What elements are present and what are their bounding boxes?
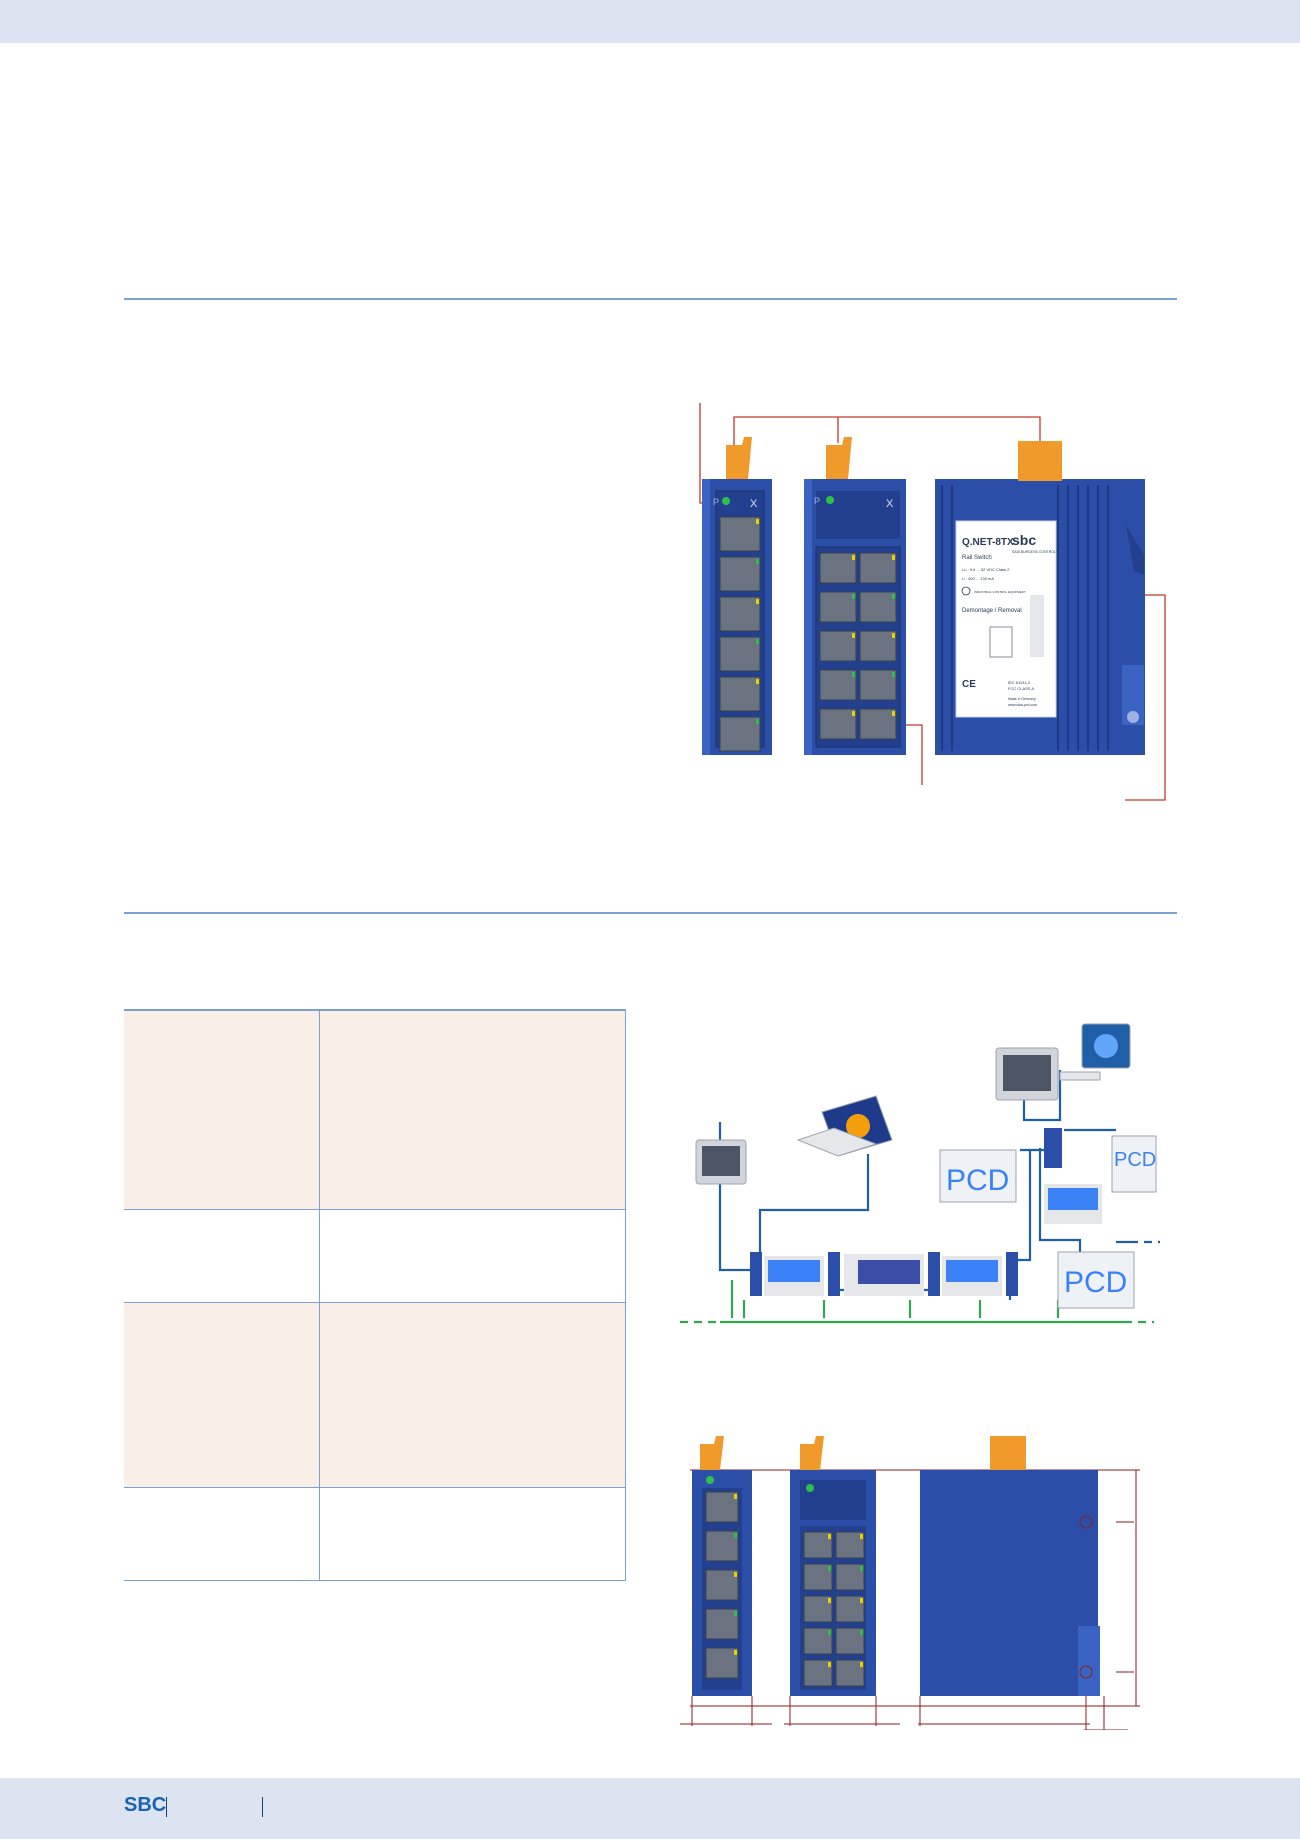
- svg-text:PCD: PCD: [1114, 1149, 1156, 1171]
- table-row: [124, 1303, 626, 1488]
- svg-text:SAIA BURGESS CONTROLS: SAIA BURGESS CONTROLS: [1012, 550, 1059, 554]
- rj45-port: [719, 516, 761, 552]
- rj45-port: [835, 1627, 865, 1655]
- rj45-port: [859, 630, 897, 662]
- svg-text:X: X: [886, 498, 894, 510]
- rj45-port: [719, 636, 761, 672]
- blue-ethernet-cables: [718, 1050, 1160, 1300]
- touch-panel-right: [995, 1047, 1059, 1101]
- rj45-port: [859, 669, 897, 701]
- rj45-port: [705, 1647, 739, 1679]
- table-cell-value: [320, 1210, 626, 1302]
- table-cell-value: [320, 1488, 626, 1580]
- rj45-port: [859, 591, 897, 623]
- footer-brand: SBC: [124, 1794, 167, 1816]
- rj45-port: [819, 591, 857, 623]
- svg-text:PCD: PCD: [1064, 1266, 1127, 1299]
- rj45-port: [719, 596, 761, 632]
- laptop-icon: [796, 1095, 893, 1157]
- rj45-port: [705, 1569, 739, 1601]
- table-cell-label: [124, 1210, 320, 1302]
- table-cell-value: [320, 1011, 626, 1209]
- product-figure: P X P X Q.NET-8TX sbc SAIA: [699, 403, 1166, 801]
- rj45-port: [819, 630, 857, 662]
- dimension-drawing: [680, 1436, 1140, 1730]
- rj45-port: [705, 1530, 739, 1562]
- svg-text:sbc: sbc: [1012, 532, 1036, 548]
- rj45-port: [835, 1563, 865, 1591]
- svg-text:FCC CLASS A: FCC CLASS A: [1008, 686, 1034, 691]
- pcd-controller-3: PCD: [1057, 1251, 1135, 1309]
- svg-text:PCD: PCD: [946, 1164, 1009, 1197]
- rj45-port: [705, 1491, 739, 1523]
- footer-separator: [262, 1797, 263, 1817]
- svg-text:CE: CE: [962, 679, 976, 690]
- svg-text:Iₙ : 400 ... 130 mA: Iₙ : 400 ... 130 mA: [962, 576, 994, 581]
- svg-text:INDUSTRIAL CONTROL EQUIPMENT: INDUSTRIAL CONTROL EQUIPMENT: [974, 590, 1026, 594]
- table-row: [124, 1488, 626, 1580]
- housing-ribs: [941, 485, 1109, 751]
- rj45-port: [819, 669, 857, 701]
- table-cell-value: [320, 1303, 626, 1487]
- table-cell-label: [124, 1011, 320, 1209]
- table-cell-label: [124, 1303, 320, 1487]
- pcd-controller-1: PCD: [939, 1149, 1017, 1203]
- network-diagram: PCD PCD PCD: [680, 1023, 1160, 1324]
- green-bus-cables: [680, 1280, 1154, 1324]
- table-row: [124, 1210, 626, 1303]
- section-divider-2: [124, 912, 1177, 914]
- svg-text:Uₙ : 9.6 ... 32 VDC Class 2: Uₙ : 9.6 ... 32 VDC Class 2: [962, 567, 1010, 572]
- rj45-port: [835, 1595, 865, 1623]
- svg-text:Rail Switch: Rail Switch: [962, 555, 992, 561]
- pcd-controller-2: PCD: [1111, 1135, 1157, 1193]
- rj45-port: [719, 716, 761, 752]
- footer-band: [0, 1778, 1300, 1839]
- rj45-port: [859, 708, 897, 740]
- table-cell-label: [124, 1488, 320, 1580]
- rj45-port: [819, 552, 857, 584]
- rj45-port: [719, 556, 761, 592]
- rj45-port: [835, 1531, 865, 1559]
- touch-panel-left: [695, 1139, 747, 1185]
- svg-text:Q.NET-8TX: Q.NET-8TX: [962, 537, 1014, 548]
- workstation-icon: [1059, 1023, 1131, 1081]
- svg-text:X: X: [750, 498, 758, 510]
- svg-text:P: P: [713, 497, 719, 507]
- switch-side-outline: [920, 1436, 1100, 1696]
- rj45-port: [803, 1627, 833, 1655]
- rj45-port: [803, 1659, 833, 1687]
- rj45-port: [859, 552, 897, 584]
- rj45-port: [705, 1608, 739, 1640]
- svg-text:IEC 61131-2: IEC 61131-2: [1008, 680, 1031, 685]
- section-divider-1: [124, 298, 1177, 300]
- rail-switches: [750, 1128, 1062, 1296]
- svg-text:Demontage / Removal: Demontage / Removal: [962, 608, 1022, 614]
- rj45-port: [835, 1659, 865, 1687]
- svg-text:P: P: [814, 496, 820, 506]
- rj45-port: [803, 1595, 833, 1623]
- rj45-port: [819, 708, 857, 740]
- io-modules: [764, 1184, 1102, 1296]
- svg-text:www.saia-pcd.com: www.saia-pcd.com: [1008, 703, 1037, 707]
- rj45-port: [803, 1563, 833, 1591]
- switch-side-view: Q.NET-8TX sbc SAIA BURGESS CONTROLS Rail…: [935, 441, 1145, 755]
- svg-text:Made in Germany: Made in Germany: [1008, 697, 1036, 701]
- footer-separator: [166, 1797, 167, 1817]
- header-band: [0, 0, 1300, 43]
- table-row: [124, 1011, 626, 1210]
- rj45-port: [719, 676, 761, 712]
- spec-table: [124, 1009, 626, 1581]
- rj45-port: [803, 1531, 833, 1559]
